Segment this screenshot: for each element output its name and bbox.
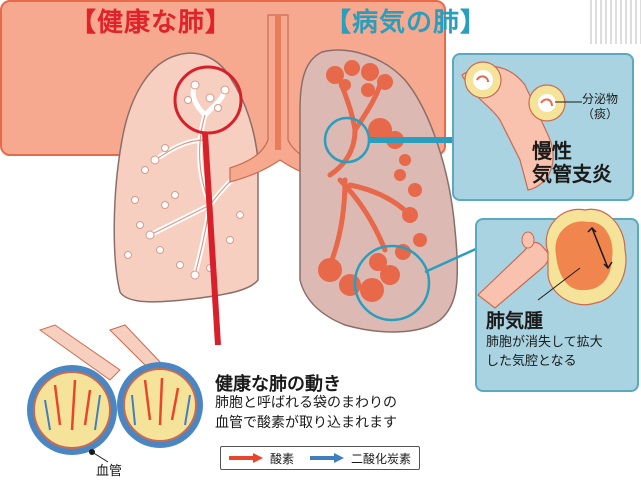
blood-vessel-label: 血管 xyxy=(96,460,122,479)
alveoli-desc-line2: 血管で酸素が取り込まれます xyxy=(215,413,397,433)
legend-oxygen-label: 酸素 xyxy=(270,450,294,467)
alveoli-desc-line1: 肺胞と呼ばれる袋のまわりの xyxy=(215,393,397,413)
oxygen-arrow-icon xyxy=(227,451,267,465)
alveoli-description: 肺胞と呼ばれる袋のまわりの 血管で酸素が取り込まれます xyxy=(215,393,397,433)
legend: 酸素 二酸化炭素 xyxy=(220,446,420,470)
legend-co2-label: 二酸化炭素 xyxy=(351,450,411,467)
co2-arrow-icon xyxy=(308,451,348,465)
